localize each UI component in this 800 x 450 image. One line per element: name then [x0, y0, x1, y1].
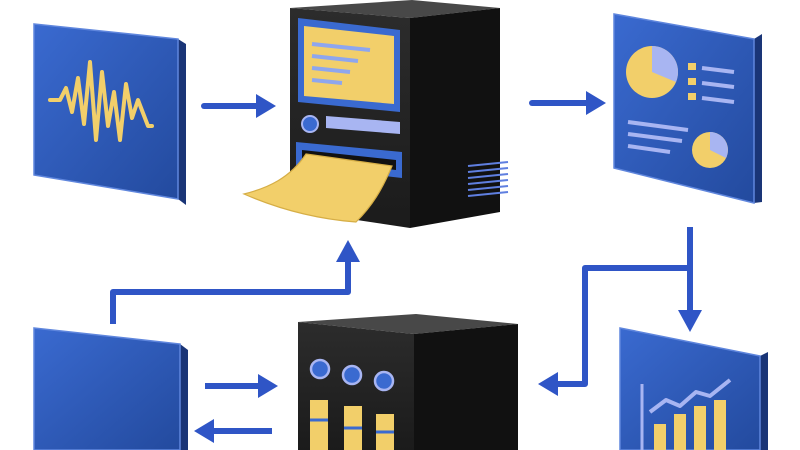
checklist-icon: [688, 63, 735, 104]
arrow-report-to-analytics: [678, 227, 702, 332]
pie-chart-icon: [626, 46, 679, 98]
printed-paper: [242, 153, 393, 223]
database-bars-icon: [310, 400, 394, 450]
text-lines-icon: [627, 120, 689, 154]
power-button: [301, 115, 319, 133]
arrow-signal-to-server: [201, 94, 276, 118]
arrow-client-to-server: [110, 240, 360, 324]
arrow-client-to-database: [205, 374, 278, 398]
vent-grille: [467, 161, 509, 197]
signal-source-panel: [33, 23, 186, 205]
arrow-report-to-database: [538, 265, 690, 396]
database-server: [298, 314, 518, 450]
drive-slot: [326, 116, 400, 134]
indicator-lights: [309, 358, 395, 392]
monitor-screen: [298, 18, 400, 112]
processing-server: [242, 0, 509, 228]
analytics-panel: [619, 327, 768, 450]
waveform-icon: [48, 60, 154, 142]
arrow-server-to-report: [529, 91, 606, 115]
report-panel: [613, 13, 762, 204]
rising-bar-chart-icon: [640, 378, 732, 450]
client-panel: [33, 327, 188, 450]
arrow-database-to-client: [194, 419, 272, 443]
small-pie-chart-icon: [692, 132, 728, 168]
